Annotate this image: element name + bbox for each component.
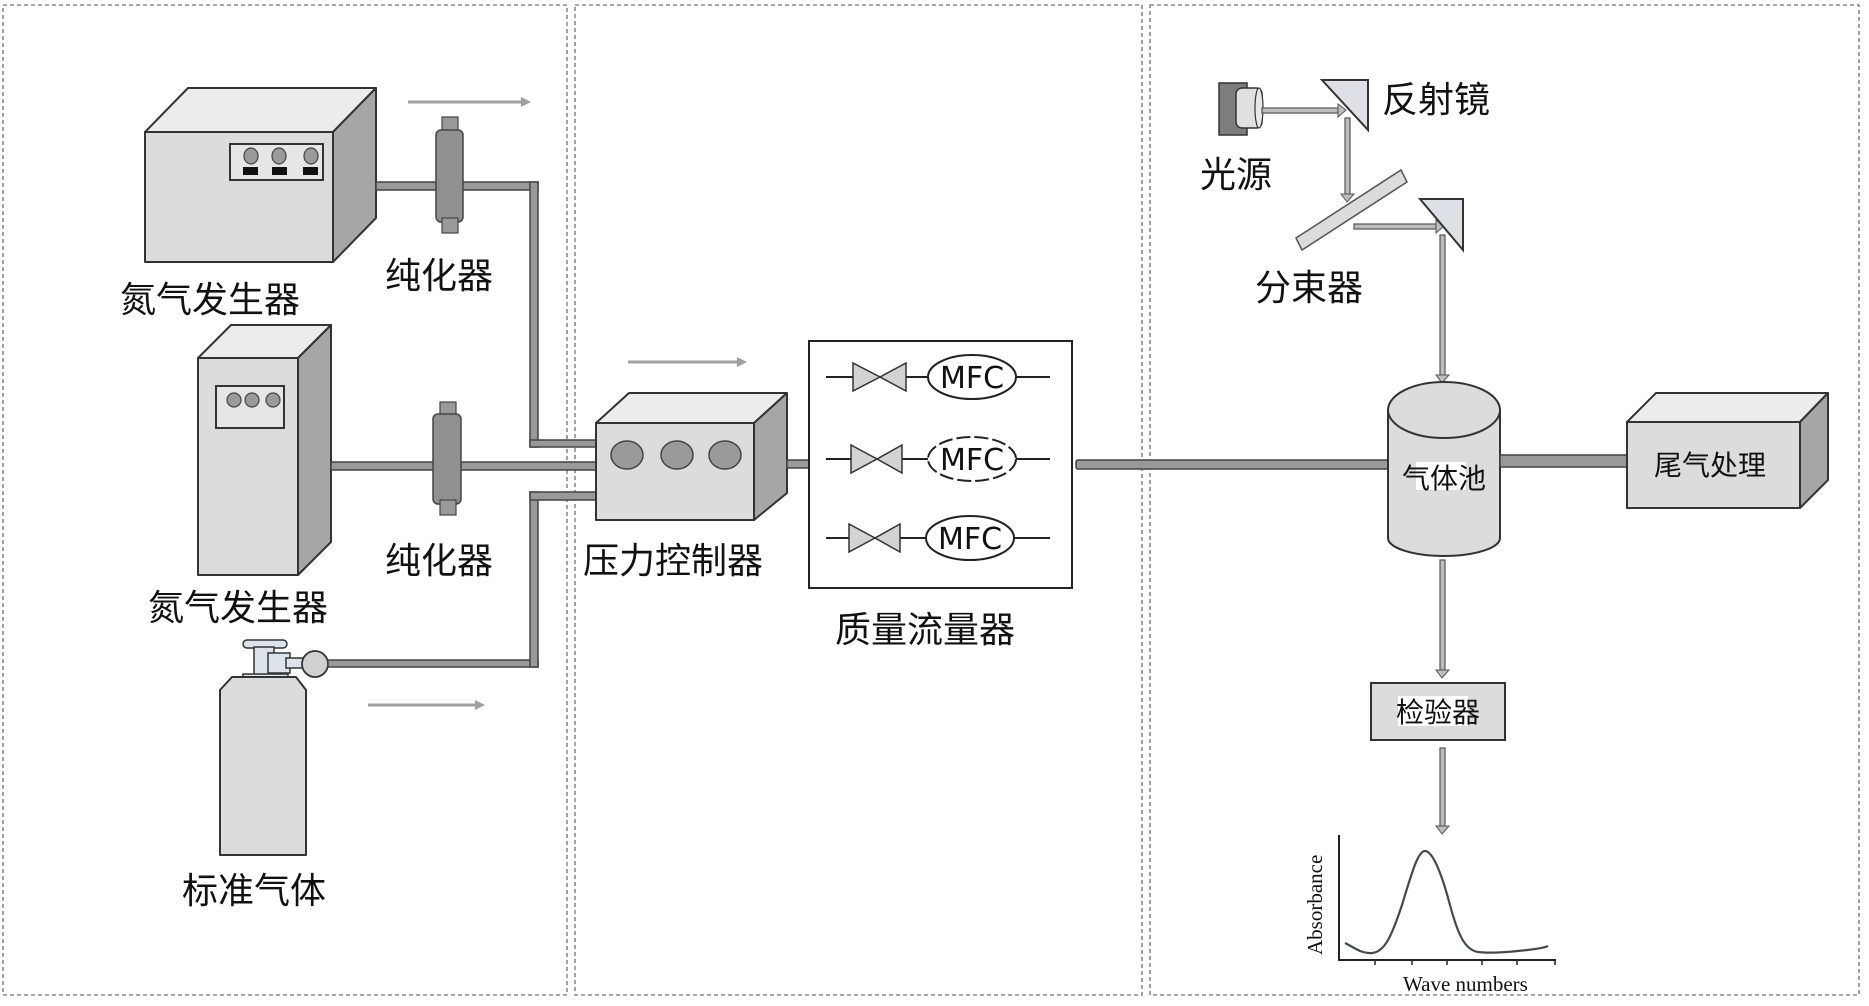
indicator-icon — [243, 167, 258, 175]
signal-arrow — [1439, 747, 1446, 827]
purifier-2 — [432, 401, 462, 516]
x-ticks — [1374, 960, 1556, 965]
gas-cell-label-bg — [1416, 462, 1466, 490]
indicator-icon — [272, 167, 287, 175]
reflector-mirror-2 — [1417, 198, 1464, 253]
valve-icon — [850, 443, 879, 475]
x-axis-label: Wave numbers — [1403, 972, 1528, 996]
knob-icon — [243, 147, 259, 165]
n2-generator-2 — [197, 324, 332, 576]
gas-cell-label: 气体池 — [1402, 462, 1486, 495]
spectrum-plot: Absorbance Wave numbers — [1303, 835, 1556, 996]
indicator-icon — [303, 167, 318, 175]
mass-flow-meter-label: 质量流量器 — [835, 610, 1015, 651]
n2-generator-1-label: 氮气发生器 — [120, 280, 300, 321]
pipe — [327, 659, 539, 668]
pressure-gauge-icon — [301, 650, 329, 678]
gauge-icon — [610, 440, 644, 470]
mfc-row-1: MFC — [826, 354, 1050, 400]
mfc-label: MFC — [938, 522, 1002, 557]
absorbance-curve — [1344, 849, 1549, 955]
pipe — [529, 491, 539, 668]
pipe — [1075, 459, 1389, 470]
knob-icon — [303, 147, 319, 165]
n2-generator-2-label: 氮气发生器 — [148, 588, 328, 629]
standard-gas-cylinder — [219, 639, 329, 856]
pipe — [529, 181, 539, 448]
purifier-2-label: 纯化器 — [385, 541, 493, 582]
light-beam — [1344, 117, 1351, 195]
mfc-label: MFC — [940, 443, 1004, 478]
knob-icon — [226, 392, 242, 408]
knob-icon — [244, 392, 260, 408]
pipe — [786, 459, 810, 469]
gauge-icon — [660, 440, 694, 470]
y-axis-label: Absorbance — [1303, 855, 1327, 955]
reflector-mirror-1 — [1319, 79, 1369, 133]
pipe — [330, 461, 597, 471]
pressure-controller — [595, 392, 788, 521]
mfc-label: MFC — [940, 361, 1004, 396]
purifier-1 — [435, 116, 464, 234]
reflector-label: 反射镜 — [1382, 80, 1490, 121]
valve-icon — [848, 522, 877, 554]
beam-splitter-label: 分束器 — [1255, 268, 1363, 309]
knob-icon — [271, 147, 287, 165]
pipe — [529, 439, 597, 448]
light-beam — [1261, 107, 1339, 114]
light-beam — [1353, 223, 1437, 230]
light-source-label: 光源 — [1200, 155, 1272, 196]
mfc-row-3: MFC — [826, 515, 1050, 561]
detector-label: 检验器 — [1396, 696, 1480, 729]
pipe — [1499, 454, 1628, 468]
gauge-icon — [708, 440, 742, 470]
signal-arrow — [1439, 559, 1446, 671]
purifier-1-label: 纯化器 — [385, 256, 493, 297]
pipe — [529, 491, 597, 501]
valve-icon — [852, 361, 882, 393]
pressure-controller-label: 压力控制器 — [583, 541, 763, 582]
panel-ftir-detection — [1149, 4, 1860, 996]
standard-gas-label: 标准气体 — [182, 871, 326, 912]
exhaust-treatment-label: 尾气处理 — [1654, 449, 1766, 482]
n2-generator-1 — [144, 87, 377, 263]
beam-splitter — [1295, 168, 1408, 252]
detector-label-bg — [1398, 696, 1468, 726]
light-source — [1218, 82, 1264, 136]
knob-icon — [265, 392, 281, 408]
exhaust-treatment — [1626, 392, 1829, 509]
mfc-row-2: MFC — [826, 436, 1050, 482]
light-beam — [1439, 234, 1446, 376]
